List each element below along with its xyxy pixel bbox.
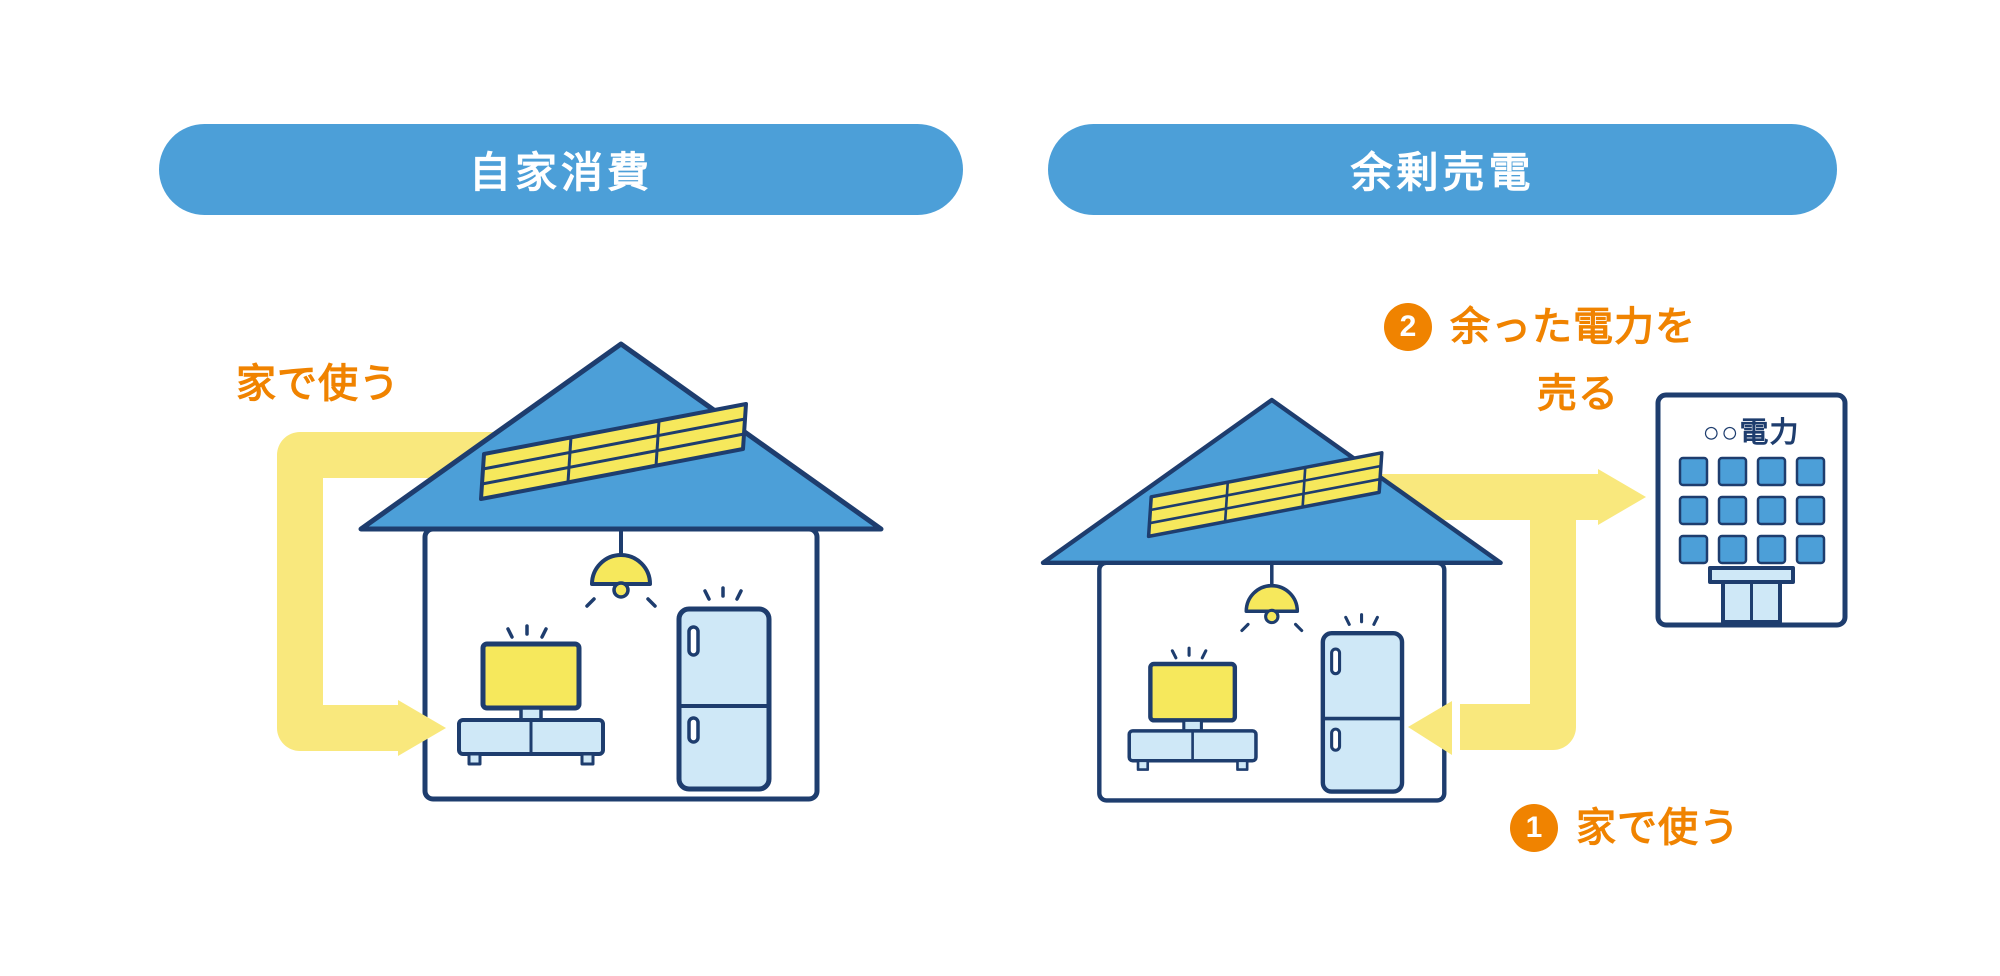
building-outline bbox=[1655, 392, 1848, 628]
house-body-right bbox=[1099, 563, 1444, 801]
building-window bbox=[1795, 495, 1826, 526]
building-window bbox=[1717, 456, 1748, 487]
step1-number-badge: 1 bbox=[1510, 804, 1558, 852]
building-window bbox=[1756, 456, 1787, 487]
building-window bbox=[1717, 495, 1748, 526]
header-self-consumption: 自家消費 bbox=[159, 124, 963, 215]
arrow-right-use-at-home-head bbox=[1408, 701, 1452, 755]
arrow-left-use-at-home-head bbox=[398, 700, 446, 756]
step2-label-line2: 売る bbox=[1537, 372, 1619, 416]
header-self-consumption-label: 自家消費 bbox=[468, 149, 653, 196]
arrow-left-use-at-home bbox=[277, 432, 505, 751]
step1-label: 家で使う bbox=[1576, 806, 1740, 850]
utility-company-name: ○○電力 bbox=[1702, 416, 1799, 449]
house-bodies bbox=[425, 529, 1444, 800]
arrow-right-sell-to-utility-head bbox=[1598, 469, 1646, 525]
building-window bbox=[1795, 534, 1826, 565]
building-window bbox=[1678, 456, 1709, 487]
building-window bbox=[1678, 534, 1709, 565]
building-window bbox=[1756, 495, 1787, 526]
step1-use-at-home: 1 家で使う bbox=[1510, 804, 1740, 852]
header-surplus-sale-label: 余剰売電 bbox=[1350, 149, 1535, 196]
building-window bbox=[1756, 534, 1787, 565]
step2-label-line1: 余った電力を bbox=[1450, 305, 1696, 349]
step2-sell-surplus: 2 余った電力を bbox=[1384, 303, 1696, 351]
house-body-left bbox=[425, 529, 817, 799]
step2-number-badge: 2 bbox=[1384, 303, 1432, 351]
label-use-at-home-left: 家で使う bbox=[236, 362, 400, 406]
building-window bbox=[1678, 495, 1709, 526]
building-door-icon bbox=[1708, 566, 1795, 624]
building-window bbox=[1717, 534, 1748, 565]
header-surplus-sale: 余剰売電 bbox=[1048, 124, 1837, 215]
house-roofs bbox=[361, 344, 1501, 563]
building-window bbox=[1795, 456, 1826, 487]
building-windows bbox=[1678, 456, 1826, 565]
utility-building: ○○電力 bbox=[1655, 392, 1848, 628]
arrow-right-use-at-home bbox=[1460, 497, 1576, 750]
